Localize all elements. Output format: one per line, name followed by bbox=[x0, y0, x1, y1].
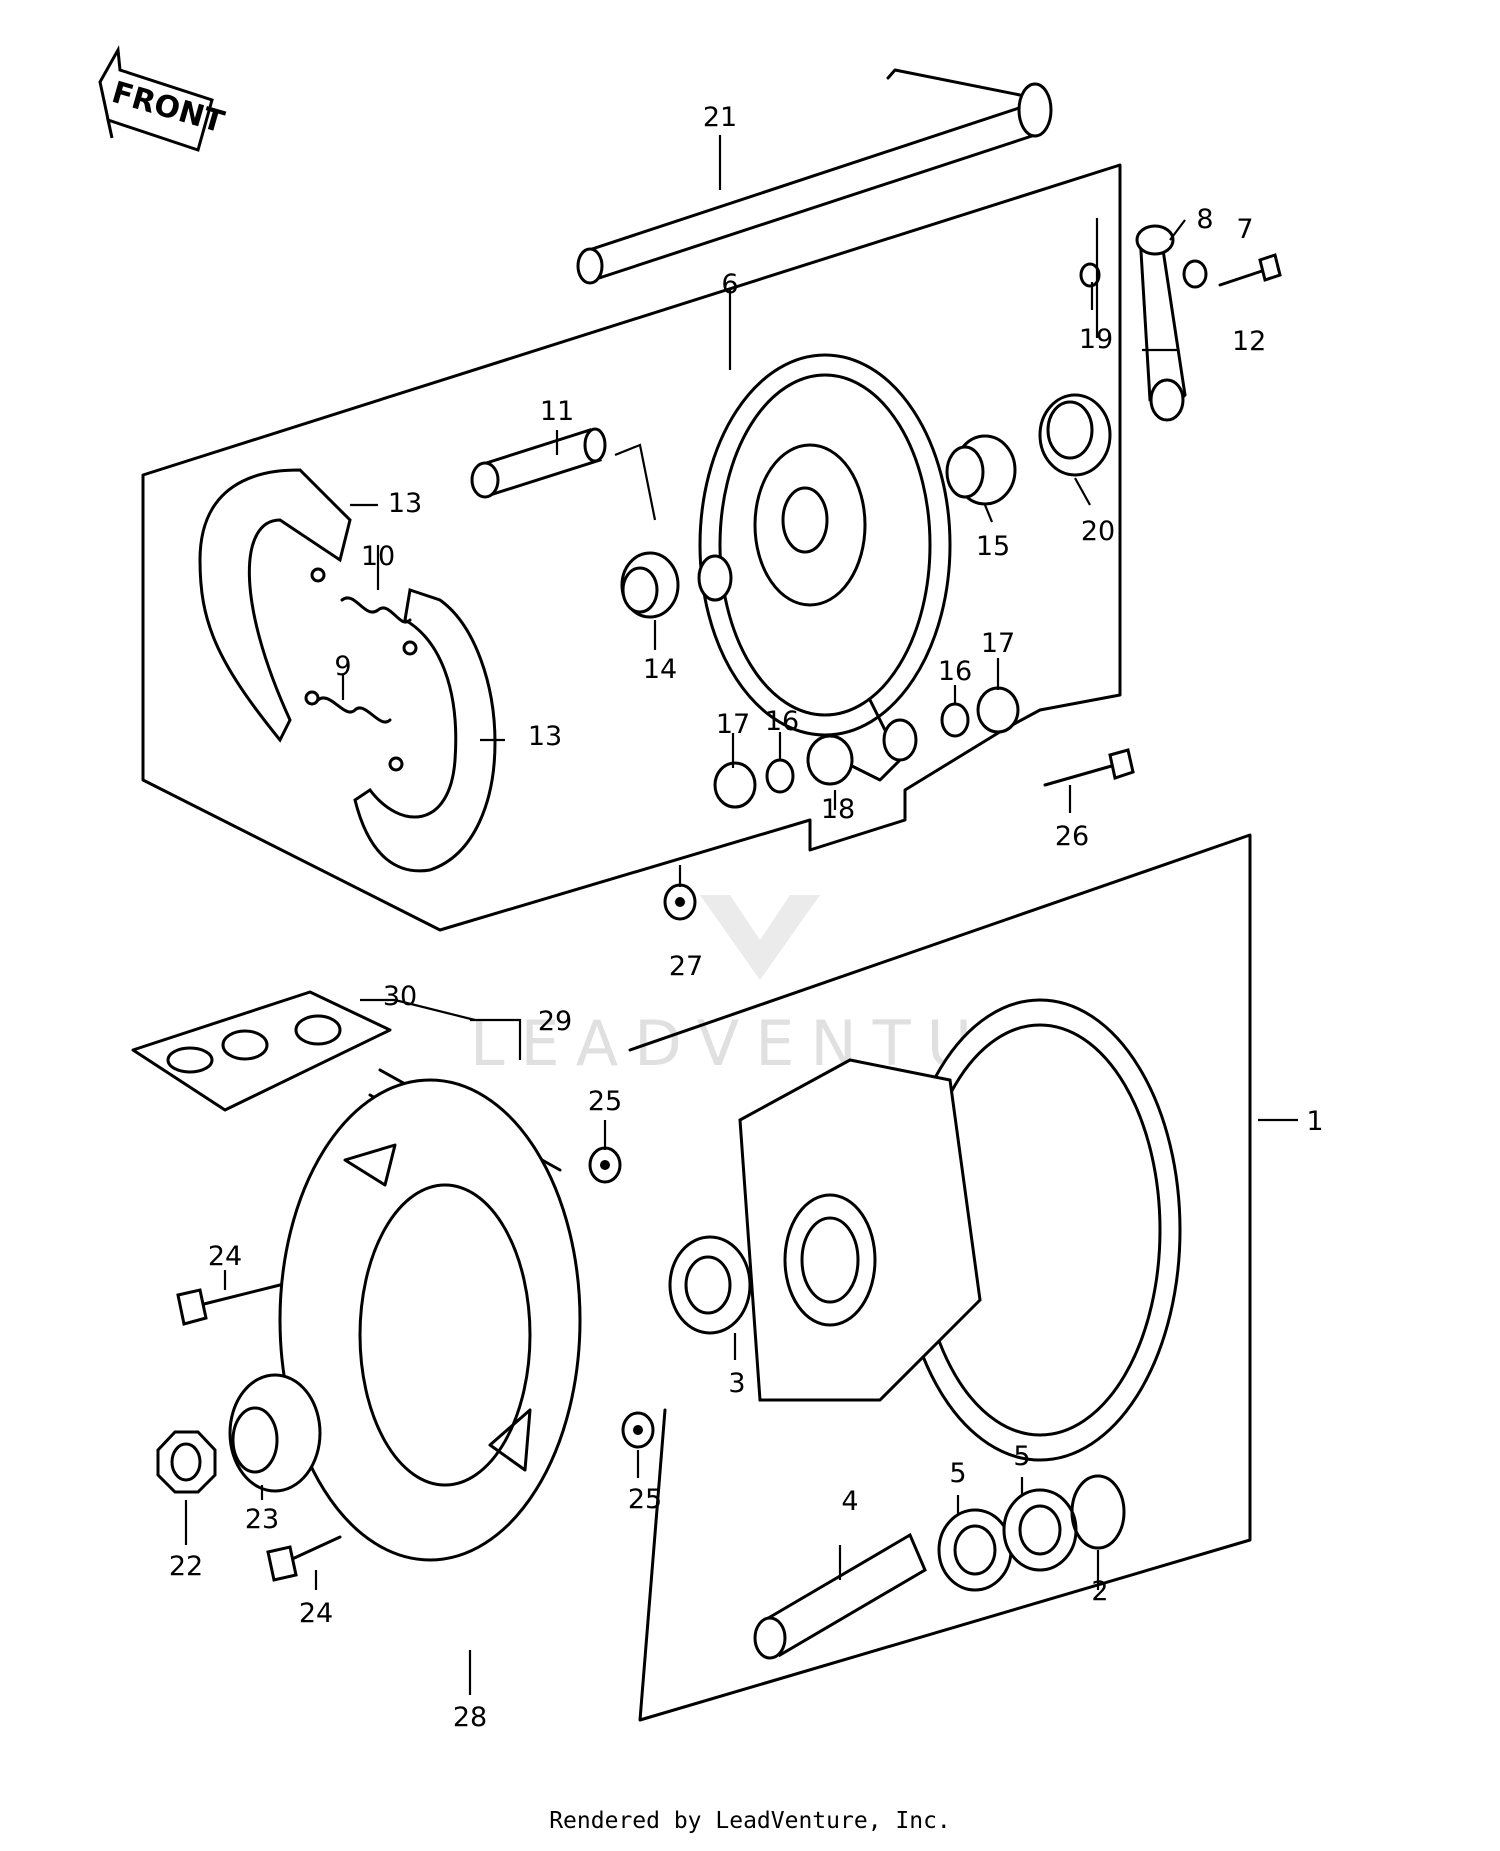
return-spring-part-9 bbox=[304, 690, 404, 772]
nut-part-25-lower bbox=[621, 1411, 655, 1449]
oil-seal-part-20 bbox=[1038, 393, 1112, 477]
axle-nut-part-22 bbox=[156, 1430, 217, 1494]
cam-seal-part-14 bbox=[620, 551, 733, 619]
spacer-part-4 bbox=[753, 1532, 927, 1660]
callout-12: 12 bbox=[1232, 326, 1266, 357]
callout-13-lower: 13 bbox=[528, 721, 562, 752]
callout-16-left: 16 bbox=[765, 706, 799, 737]
brake-cam-part-11 bbox=[470, 427, 607, 499]
callout-6: 6 bbox=[721, 269, 738, 300]
callout-17-right: 17 bbox=[981, 628, 1015, 659]
callout-21: 21 bbox=[703, 102, 737, 133]
callout-15: 15 bbox=[976, 531, 1010, 562]
callout-18: 18 bbox=[821, 794, 855, 825]
hub-group-outline bbox=[628, 833, 1252, 1722]
callout-5-left: 5 bbox=[949, 1458, 966, 1489]
bolt-part-7 bbox=[1182, 253, 1282, 289]
callout-23: 23 bbox=[245, 1504, 279, 1535]
collar-part-15 bbox=[945, 434, 1017, 506]
torque-link-part-12 bbox=[1079, 224, 1187, 422]
callout-5-right: 5 bbox=[1013, 1441, 1030, 1472]
bolt-part-26 bbox=[1043, 748, 1135, 787]
bushing-parts-16-17-18 bbox=[713, 686, 1020, 809]
chain-joint-part-30 bbox=[131, 990, 392, 1112]
callout-30: 30 bbox=[383, 981, 417, 1012]
brake-panel-group-outline bbox=[141, 163, 1122, 932]
callout-1: 1 bbox=[1306, 1106, 1323, 1137]
callout-10: 10 bbox=[361, 541, 395, 572]
bolt-part-24-upper bbox=[176, 1283, 282, 1326]
callout-13-upper: 13 bbox=[388, 488, 422, 519]
callout-9: 9 bbox=[334, 651, 351, 682]
callout-2: 2 bbox=[1091, 1576, 1108, 1607]
brake-shoe-part-13-upper bbox=[198, 468, 352, 743]
callout-7: 7 bbox=[1236, 214, 1253, 245]
callout-11: 11 bbox=[540, 396, 574, 427]
callout-3: 3 bbox=[728, 1368, 745, 1399]
nut-part-25-upper bbox=[588, 1146, 622, 1184]
callout-20: 20 bbox=[1081, 516, 1115, 547]
rear-hub-part-1 bbox=[738, 998, 1182, 1462]
brake-panel-part-6 bbox=[698, 353, 952, 782]
footer-credit: Rendered by LeadVenture, Inc. bbox=[549, 1808, 951, 1834]
callout-4: 4 bbox=[841, 1486, 858, 1517]
callout-8: 8 bbox=[1196, 204, 1213, 235]
leader-lines bbox=[184, 135, 1298, 1695]
callout-29: 29 bbox=[538, 1006, 572, 1037]
callout-25-upper: 25 bbox=[588, 1086, 622, 1117]
bearing-part-5 bbox=[937, 1488, 1078, 1592]
callout-numbers: 21 6 19 12 8 7 20 15 11 13 10 9 13 14 17… bbox=[169, 102, 1324, 1733]
callout-14: 14 bbox=[643, 654, 677, 685]
rear-axle-part-21 bbox=[576, 68, 1053, 285]
callout-19: 19 bbox=[1079, 324, 1113, 355]
callout-22: 22 bbox=[169, 1551, 203, 1582]
callout-17-left: 17 bbox=[716, 709, 750, 740]
callout-24-lower: 24 bbox=[299, 1598, 333, 1629]
callout-28: 28 bbox=[453, 1702, 487, 1733]
return-spring-part-10 bbox=[310, 567, 418, 656]
nut-part-27 bbox=[663, 883, 697, 921]
sprocket-part-28 bbox=[278, 1078, 582, 1562]
bolt-part-24-lower bbox=[266, 1535, 342, 1582]
sprocket-coupling-part-23 bbox=[228, 1373, 322, 1493]
front-arrow-icon: FRONT bbox=[98, 45, 228, 152]
callout-24-upper: 24 bbox=[208, 1241, 242, 1272]
brake-shoe-part-13-lower bbox=[353, 588, 497, 873]
callout-27: 27 bbox=[669, 951, 703, 982]
callout-26: 26 bbox=[1055, 821, 1089, 852]
callout-25-lower: 25 bbox=[628, 1484, 662, 1515]
circlip-part-2 bbox=[1070, 1474, 1126, 1550]
bearing-part-3 bbox=[668, 1235, 752, 1335]
callout-16-right: 16 bbox=[938, 656, 972, 687]
